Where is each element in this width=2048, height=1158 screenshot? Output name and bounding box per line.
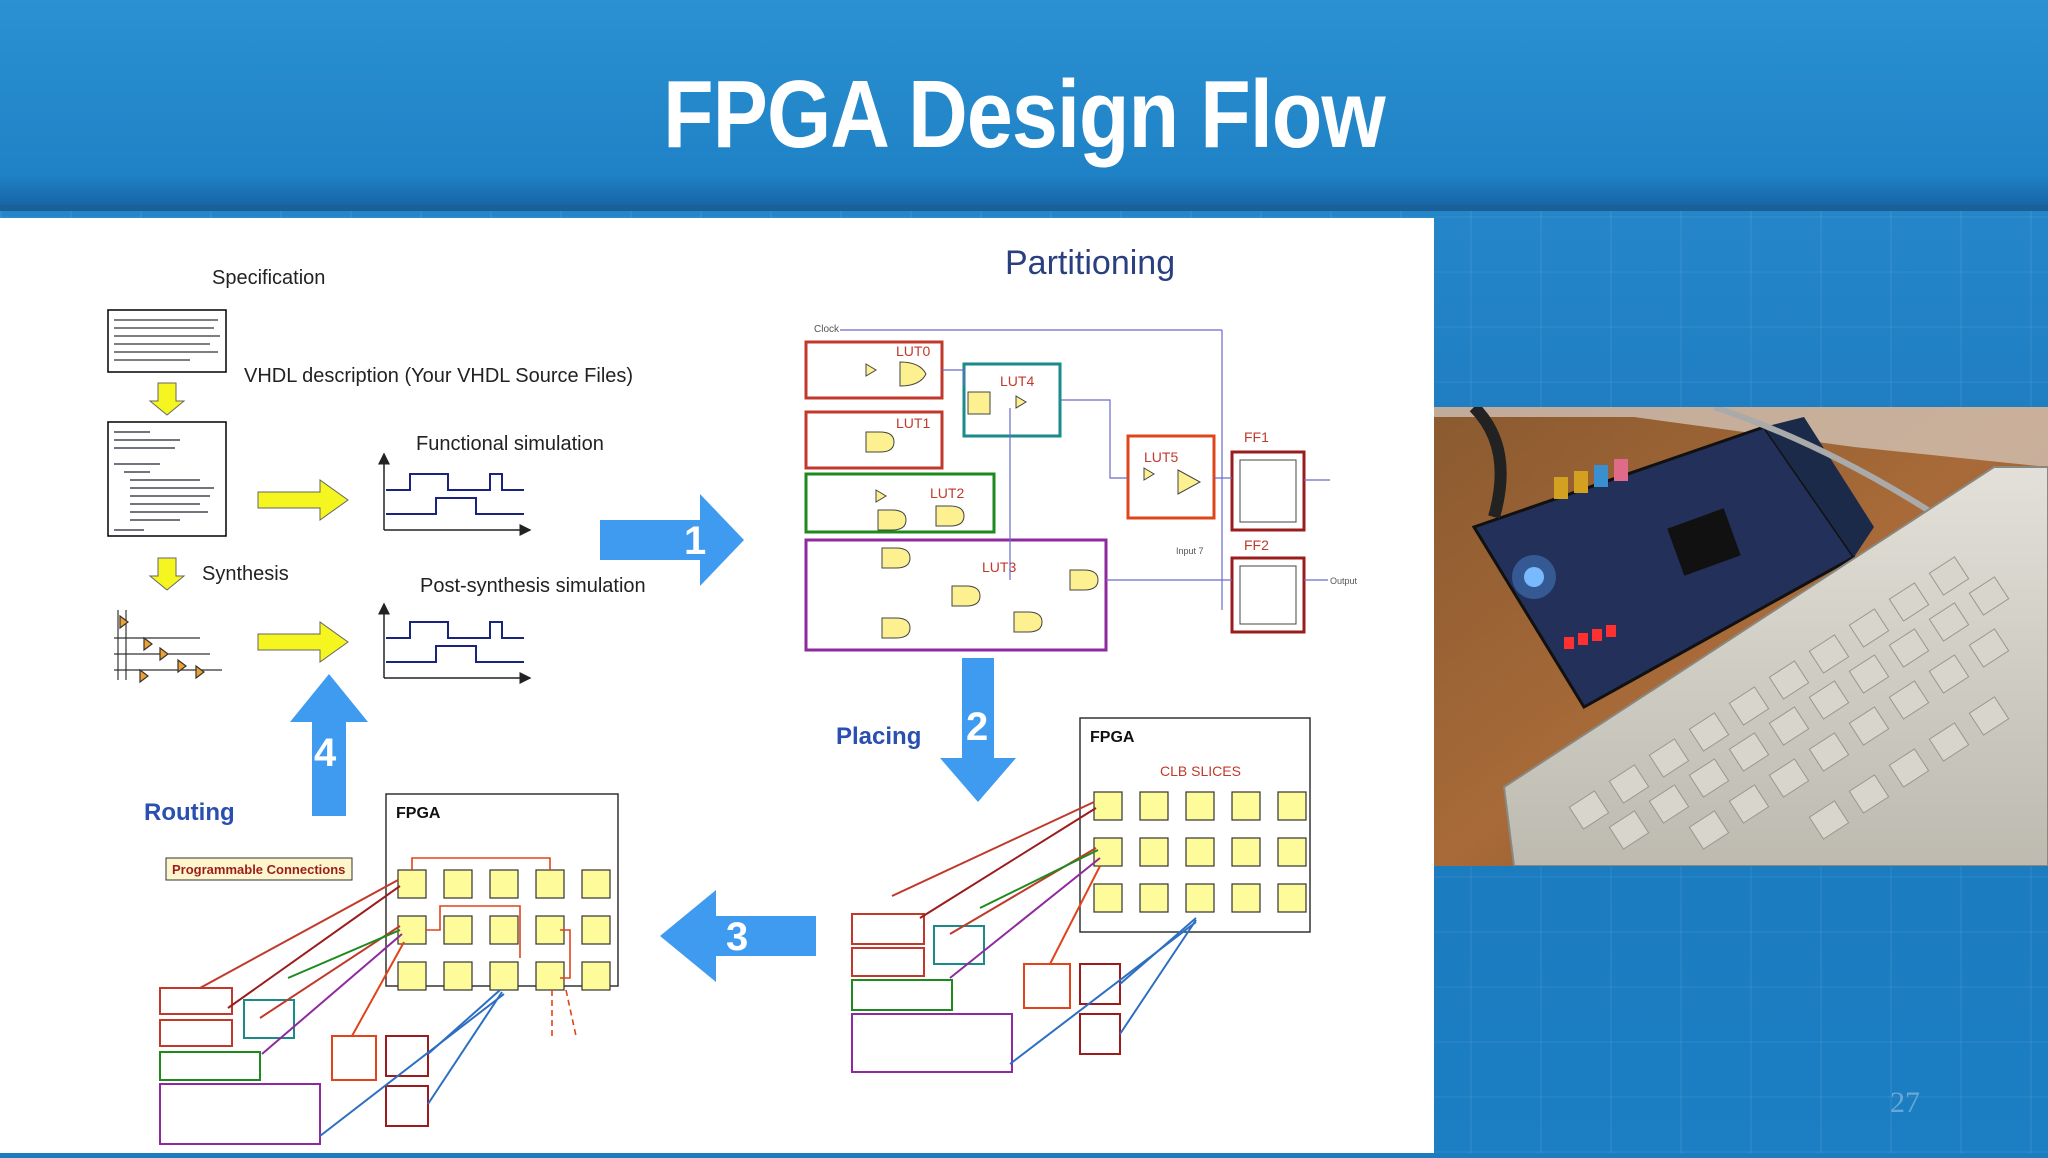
slide-number: 27 — [1890, 1086, 1920, 1119]
functional-sim-label: Functional simulation — [416, 433, 604, 455]
vhdl-label: VHDL description (Your VHDL Source Files… — [244, 365, 633, 387]
lut3-box — [804, 538, 1108, 652]
lut3-label: LUT3 — [982, 559, 1016, 575]
ff1-box — [1230, 450, 1306, 532]
placing-label: Placing — [836, 723, 921, 750]
post-synth-sim-label: Post-synthesis simulation — [420, 575, 646, 597]
step-1-number: 1 — [684, 519, 706, 563]
spec-text-lines — [114, 319, 220, 361]
step-4-number: 4 — [314, 731, 337, 775]
partition-schematic: Clock LUT0 LUT4 LUT1 LUT2 LUT3 — [804, 324, 1358, 652]
routing-clb-grid — [397, 869, 611, 991]
input7-label: Input 7 — [1176, 546, 1204, 556]
clb-slices-label: CLB SLICES — [1160, 763, 1241, 779]
routing-label: Routing — [144, 799, 235, 826]
ff2-label: FF2 — [1244, 537, 1269, 553]
routing-fpga-label: FPGA — [396, 805, 441, 822]
spec-document — [107, 309, 227, 373]
lut2-label: LUT2 — [930, 485, 964, 501]
step-1-arrow — [600, 494, 744, 586]
prog-conn-label: Programmable Connections — [172, 862, 345, 877]
lut1-box — [804, 410, 944, 470]
lut5-label: LUT5 — [1144, 449, 1178, 465]
step-3-arrow — [660, 890, 816, 982]
step-4-arrow — [290, 674, 368, 816]
lut2-box — [804, 472, 996, 534]
post-synth-sim-arrow — [257, 621, 349, 663]
design-flow-diagram: Specification VHDL description (Your VHD… — [0, 218, 1434, 1153]
placing-fpga: FPGA CLB SLICES — [851, 717, 1311, 1073]
lut1-label: LUT1 — [896, 415, 930, 431]
partitioning-label: Partitioning — [1005, 244, 1175, 282]
specification-label: Specification — [212, 267, 325, 289]
vhdl-code-lines — [114, 431, 214, 531]
photo-illustration — [1434, 407, 2048, 866]
synthesis-down-arrow — [148, 557, 186, 591]
ff2-box — [1230, 556, 1306, 634]
clock-label: Clock — [814, 324, 840, 335]
functional-waveform — [378, 452, 532, 536]
header-band — [0, 0, 2048, 211]
step-2-arrow — [940, 658, 1016, 802]
netlist-graphic — [114, 610, 222, 684]
lut5-box — [1126, 434, 1216, 520]
spec-down-arrow — [148, 382, 186, 416]
synthesis-label: Synthesis — [202, 563, 289, 585]
ff1-label: FF1 — [1244, 429, 1269, 445]
slide-title: FPGA Design Flow — [663, 61, 1386, 168]
routing-fpga: FPGA Programmable Connections — [159, 793, 619, 1145]
diagram-canvas: Specification VHDL description (Your VHD… — [107, 244, 1358, 1145]
output-label: Output — [1330, 576, 1358, 586]
functional-sim-arrow — [257, 479, 349, 521]
lut0-label: LUT0 — [896, 343, 930, 359]
step-3-number: 3 — [726, 915, 748, 959]
post-synth-waveform — [378, 602, 532, 684]
placing-fpga-label: FPGA — [1090, 729, 1135, 746]
placing-clb-grid — [1093, 791, 1307, 913]
prog-conn-box — [165, 857, 353, 881]
step-2-number: 2 — [966, 705, 988, 749]
lut4-label: LUT4 — [1000, 373, 1034, 389]
fpga-board-photo — [1434, 407, 2048, 866]
vhdl-document — [107, 421, 227, 537]
keyboard-keys — [1568, 556, 2010, 850]
